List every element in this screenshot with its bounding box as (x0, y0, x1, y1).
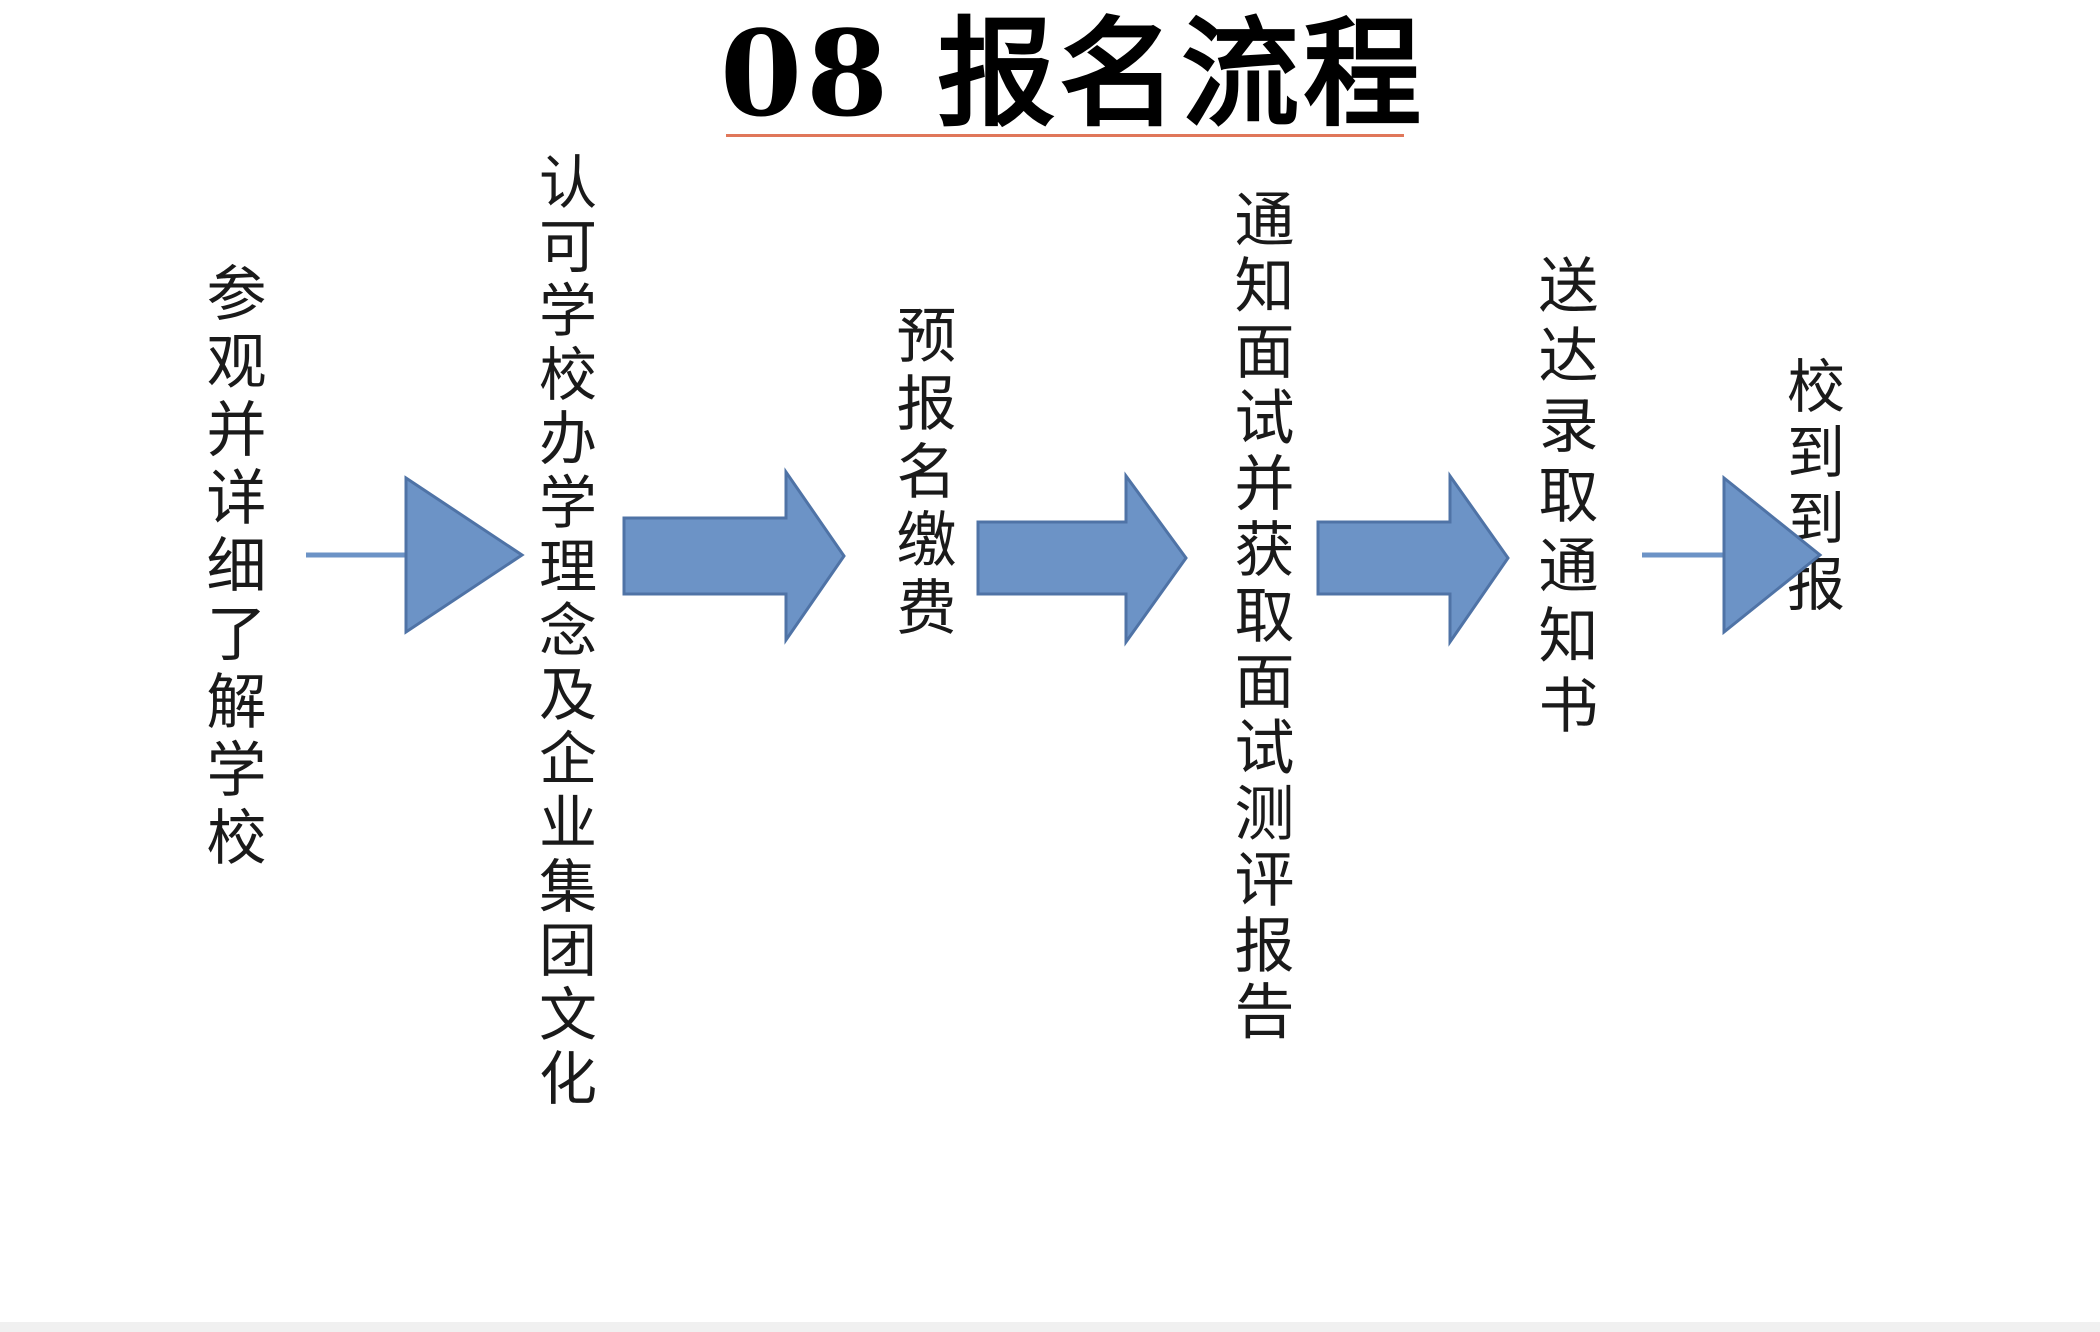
title-underline (726, 134, 1404, 137)
page-title: 08 报名流程 (720, 4, 1426, 143)
step-admission-notice: 送达录取通知书 (1528, 254, 1598, 744)
arrow-right-icon (306, 475, 525, 635)
arrow-right-icon (1642, 474, 1823, 636)
bottom-strip (0, 1322, 2100, 1332)
block-arrow-right-icon (622, 467, 846, 645)
step-pre-register-pay: 预报名缴费 (886, 304, 956, 644)
step-interview-report: 通知面试并获取面试测评报告 (1224, 188, 1294, 1046)
block-arrow-right-icon (1316, 471, 1510, 647)
step-accept-philosophy: 认可学校办学理念及企业集团文化 (529, 152, 597, 1112)
block-arrow-right-icon (976, 471, 1188, 647)
step-visit-school: 参观并详细了解学校 (196, 262, 266, 874)
